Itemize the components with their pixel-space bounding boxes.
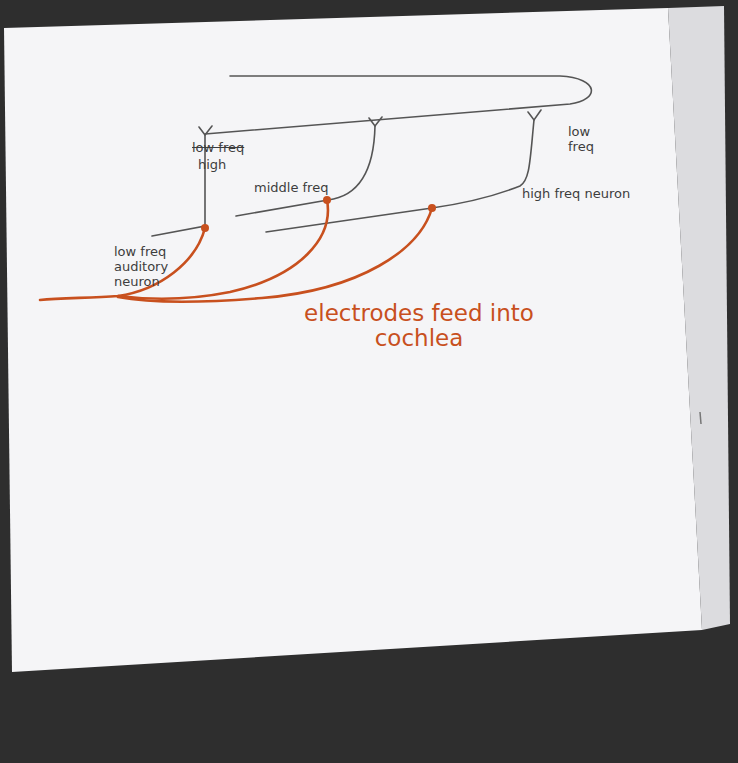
high-freq-axon xyxy=(266,120,534,232)
dendrite-fork xyxy=(369,117,382,126)
neuron-label: high freq neuron xyxy=(520,186,644,203)
electrode-note: electrodes feed into cochlea xyxy=(272,300,566,353)
frequency-label: middle freq xyxy=(252,180,346,197)
electrode-dot xyxy=(323,196,331,204)
dendrite-fork xyxy=(199,126,212,135)
electrode-dot xyxy=(428,204,436,212)
neuron-label: low freq auditory neuron xyxy=(112,244,216,291)
middle-freq-axon xyxy=(236,126,375,216)
crossed-out-note: low freq xyxy=(190,140,274,157)
slide-edge-band xyxy=(668,6,730,630)
auditory-neurons xyxy=(152,76,591,236)
dendrite-fork xyxy=(528,110,541,120)
tick-mark xyxy=(700,412,701,424)
frequency-label: high xyxy=(196,157,250,174)
electrode-dot xyxy=(201,224,209,232)
electrodes xyxy=(40,200,432,302)
frequency-label: low freq xyxy=(566,124,614,156)
projected-slide xyxy=(4,8,702,672)
electrode-contacts xyxy=(201,196,436,232)
